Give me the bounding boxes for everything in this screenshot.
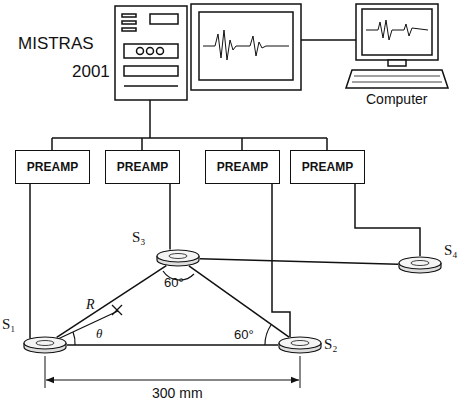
geometry-label: 60° <box>164 275 184 290</box>
sensor-disk: S₃ <box>156 249 200 267</box>
sensor-disk: S₁ <box>23 336 67 354</box>
network-cable <box>301 39 356 41</box>
sensor-label: S₃ <box>132 229 146 246</box>
sensor-outline <box>156 249 200 267</box>
sensor-cable <box>169 184 171 250</box>
device-label: 2001 <box>72 62 110 82</box>
sensor-array-line <box>67 344 278 346</box>
sensor-disk: S₂ <box>278 336 322 354</box>
sensor-label: S₄ <box>444 242 458 259</box>
personal-computer <box>346 4 448 88</box>
sensor-outline <box>398 256 442 274</box>
sensor-disk: S₄ <box>398 256 442 274</box>
dimension-line <box>45 356 300 388</box>
tower-monitor <box>191 4 301 90</box>
sensor-array-line <box>189 266 289 337</box>
device-label: MISTRAS <box>18 34 94 54</box>
preamp-box: PREAMP <box>290 150 365 184</box>
dimension-label: 300 mm <box>149 385 206 401</box>
preamp-box: PREAMP <box>105 150 180 184</box>
sensor-outline <box>23 336 67 354</box>
preamp-label: PREAMP <box>217 160 268 174</box>
preamp-box: PREAMP <box>15 150 90 184</box>
preamp-bus <box>52 100 327 150</box>
sensor-array-line <box>57 266 167 338</box>
preamp-label: PREAMP <box>27 160 78 174</box>
geometry-label: θ <box>96 326 102 342</box>
preamp-label: PREAMP <box>302 160 353 174</box>
acquisition-tower <box>115 6 187 100</box>
sensor-array-line <box>200 259 398 265</box>
sensor-cable <box>29 184 31 338</box>
device-label: Computer <box>366 91 427 107</box>
preamp-box: PREAMP <box>205 150 280 184</box>
sensor-label: S₂ <box>324 336 338 353</box>
sensor-outline <box>278 336 322 354</box>
geometry-label: 60° <box>234 327 254 342</box>
sensor-label: S₁ <box>2 316 16 333</box>
geometry-label: R <box>86 297 95 313</box>
preamp-label: PREAMP <box>117 160 168 174</box>
sensor-cable <box>355 184 420 256</box>
